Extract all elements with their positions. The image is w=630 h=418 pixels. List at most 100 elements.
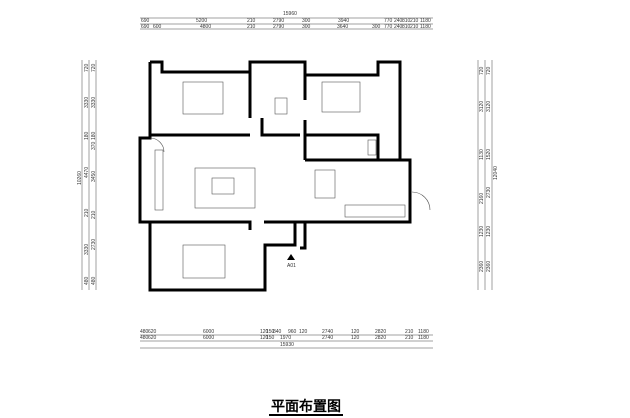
dim-label: 210 xyxy=(405,335,414,341)
kitchen-counter xyxy=(344,204,406,218)
dim-label: 840 xyxy=(273,329,282,335)
dim-label: 720 xyxy=(486,66,492,75)
dim-label: 2730 xyxy=(91,239,97,250)
dim-label: 3120 xyxy=(486,101,492,112)
dim-label: 1130 xyxy=(479,149,485,160)
dim-label: 15930 xyxy=(280,342,294,348)
dim-label: 4800 xyxy=(200,24,211,30)
dim-label: 480 xyxy=(140,335,149,341)
drawing-title: 平面布置图 xyxy=(0,396,612,416)
dim-label: 6000 xyxy=(203,329,214,335)
dim-label: 15960 xyxy=(283,11,297,17)
dim-label: 210 xyxy=(84,208,90,217)
dim-label: 10260 xyxy=(77,171,83,185)
dim-label: 210 xyxy=(405,329,414,335)
marker-label: A01 xyxy=(287,263,296,269)
dining-table xyxy=(314,169,336,199)
dim-label: 240 xyxy=(394,18,403,24)
dim-label: 1970 xyxy=(280,335,291,341)
dim-label: 620 xyxy=(148,329,157,335)
dim-label: 370 xyxy=(91,141,97,150)
dim-label: 770 xyxy=(384,24,393,30)
dim-label: 2740 xyxy=(322,335,333,341)
door-swing xyxy=(149,137,165,153)
dim-label: 300 xyxy=(302,24,311,30)
dim-label: 210 xyxy=(410,18,419,24)
dim-label: 2730 xyxy=(486,187,492,198)
dim-label: 480 xyxy=(91,276,97,285)
dim-label: 2360 xyxy=(479,261,485,272)
dim-label: 480 xyxy=(84,276,90,285)
dim-label: 120 xyxy=(299,329,308,335)
dim-label: 1180 xyxy=(418,329,429,335)
dim-label: 3120 xyxy=(479,101,485,112)
dim-label: 240 xyxy=(394,24,403,30)
door-swing xyxy=(411,191,431,211)
dim-label: 1180 xyxy=(418,335,429,341)
dim-label: 690 xyxy=(141,24,150,30)
right-dimensions: 720 3120 1130 2160 1230 2360 720 3120 15… xyxy=(477,60,499,290)
dim-label: 960 xyxy=(288,329,297,335)
dim-label: 150 xyxy=(266,335,275,341)
dim-label: 150 xyxy=(266,329,275,335)
dim-label: 210 xyxy=(91,210,97,219)
dim-label: 3450 xyxy=(91,171,97,182)
dim-label: 810 xyxy=(402,24,411,30)
dim-label: 480 xyxy=(140,329,149,335)
dim-label: 1230 xyxy=(479,226,485,237)
dim-label: 120 xyxy=(260,335,269,341)
dim-label: 120 xyxy=(351,335,360,341)
dim-label: 720 xyxy=(479,66,485,75)
walls xyxy=(138,60,412,292)
dim-label: 620 xyxy=(148,335,157,341)
dim-label: 180 xyxy=(91,131,97,140)
dim-label: 810 xyxy=(402,18,411,24)
dim-label: 12040 xyxy=(493,166,499,180)
dim-label: 120 xyxy=(351,329,360,335)
dim-label: 300 xyxy=(372,24,381,30)
dim-label: 600 xyxy=(153,24,162,30)
dim-label: 6000 xyxy=(203,335,214,341)
bed-master xyxy=(182,81,224,115)
coffee-table xyxy=(211,177,235,195)
dim-label: 300 xyxy=(302,18,311,24)
dim-label: 3330 xyxy=(91,97,97,108)
dim-label: 4470 xyxy=(84,167,90,178)
dim-label: 770 xyxy=(384,18,393,24)
dim-label: 210 xyxy=(410,24,419,30)
dim-label: 3640 xyxy=(337,24,348,30)
dim-label: 1230 xyxy=(486,226,492,237)
dim-label: 2360 xyxy=(486,261,492,272)
toilet xyxy=(274,97,288,115)
dim-label: 720 xyxy=(91,63,97,72)
dim-label: 2820 xyxy=(375,329,386,335)
top-dimensions: 15960 690 5200 210 2790 300 3940 770 240… xyxy=(140,11,433,30)
dim-label: 720 xyxy=(84,63,90,72)
dim-label: 210 xyxy=(247,18,256,24)
dim-label: 2820 xyxy=(375,335,386,341)
dim-label: 3330 xyxy=(84,244,90,255)
dim-label: 1520 xyxy=(486,149,492,160)
dim-label: 2790 xyxy=(273,24,284,30)
bathroom-fixture xyxy=(367,139,377,156)
dim-label: 5200 xyxy=(196,18,207,24)
marker-triangle-icon xyxy=(287,254,295,260)
tv-cabinet xyxy=(154,149,164,211)
elevation-marker: A01 xyxy=(287,254,296,269)
dim-label: 3940 xyxy=(338,18,349,24)
bottom-dimensions: 480 620 6000 120 150 840 960 120 2740 12… xyxy=(140,329,433,349)
dim-label: 210 xyxy=(247,24,256,30)
furniture xyxy=(149,81,431,279)
dim-label: 120 xyxy=(260,329,269,335)
dim-label: 690 xyxy=(141,18,150,24)
drawing-title-text: 平面布置图 xyxy=(269,398,343,416)
dim-label: 180 xyxy=(84,131,90,140)
bed-third xyxy=(182,244,226,279)
dim-label: 2740 xyxy=(322,329,333,335)
bed-second xyxy=(321,81,361,113)
dim-label: 2160 xyxy=(479,193,485,204)
dim-label: 1180 xyxy=(420,18,431,24)
dim-label: 1180 xyxy=(420,24,431,30)
left-dimensions: 10260 720 3330 180 4470 210 3330 480 720… xyxy=(77,60,97,290)
dim-label: 3330 xyxy=(84,97,90,108)
